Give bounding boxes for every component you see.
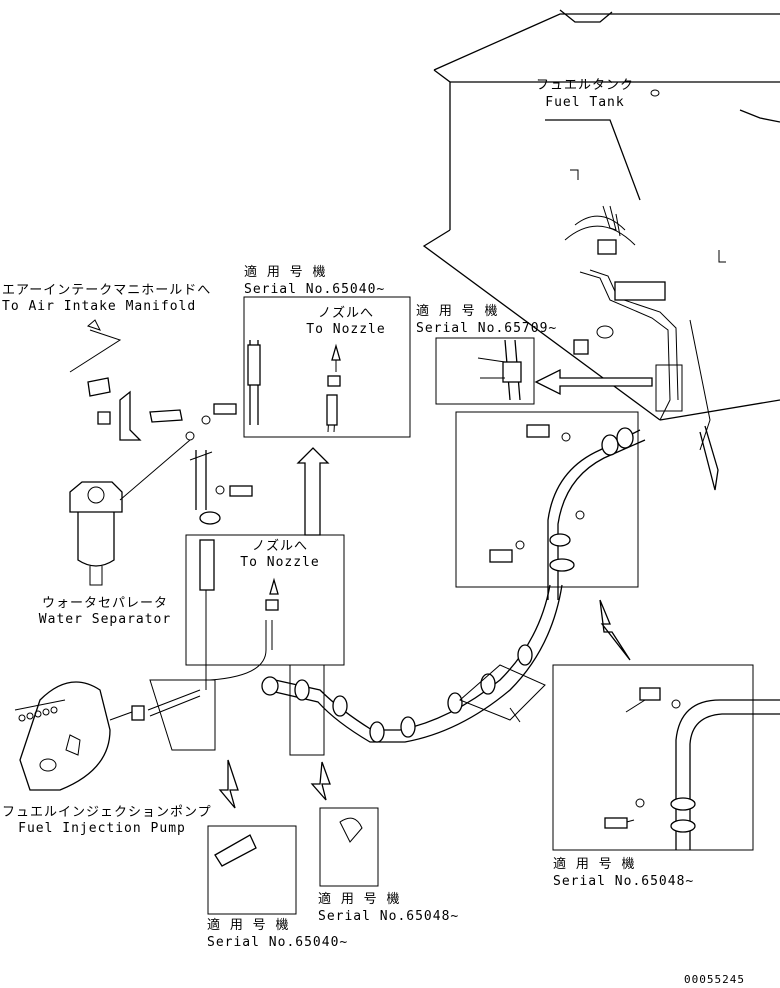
water-separator-drawing xyxy=(69,439,191,586)
injection-pump-label-jp: フュエルインジェクションポンプ xyxy=(2,805,212,820)
serial-65040-top-en: Serial No.65040~ xyxy=(244,282,386,297)
detail-box-65040-mid xyxy=(185,534,345,666)
pipe-detail-65048-right xyxy=(604,687,780,850)
serial-65040-top-jp: 適 用 号 機 xyxy=(244,265,327,280)
detail-box-65040-bottom xyxy=(207,825,297,915)
bracket-assembly xyxy=(69,319,253,525)
fuel-tank-drawing xyxy=(422,9,780,491)
serial-65048-bottom-jp: 適 用 号 機 xyxy=(318,892,401,907)
serial-65040-bottom-jp: 適 用 号 機 xyxy=(207,918,290,933)
nozzle-top-label-jp: ノズルへ xyxy=(317,306,374,321)
injection-pump-label-en: Fuel Injection Pump xyxy=(18,821,186,836)
pipe-clamps-detail xyxy=(489,424,646,600)
air-intake-label-en: To Air Intake Manifold xyxy=(2,299,197,314)
air-intake-label-jp: エアーインテークマニホールドへ xyxy=(2,283,212,298)
fuel-injection-pump-drawing xyxy=(14,679,216,791)
serial-65048-right-jp: 適 用 号 機 xyxy=(553,857,636,872)
nozzle-mid-label-jp: ノズルへ xyxy=(251,539,308,554)
nozzle-top-label-en: To Nozzle xyxy=(306,322,386,337)
nozzle-mid-label-en: To Nozzle xyxy=(240,555,320,570)
detail-box-65040-top xyxy=(243,296,411,438)
serial-65048-right-en: Serial No.65048~ xyxy=(553,874,695,889)
water-separator-label-en: Water Separator xyxy=(38,612,172,627)
serial-65709-en: Serial No.65709~ xyxy=(416,321,558,336)
fuel-pipe-run xyxy=(261,584,563,743)
fuel-tank-label-jp: フュエルタンク xyxy=(535,78,634,93)
water-separator-label-jp: ウォータセパレータ xyxy=(41,596,168,611)
serial-65040-bottom-en: Serial No.65040~ xyxy=(207,935,349,950)
serial-65048-bottom-en: Serial No.65048~ xyxy=(318,909,460,924)
detail-box-65048-bottom xyxy=(319,807,379,887)
drawing-number: 00055245 xyxy=(684,973,745,986)
fuel-tank-label-en: Fuel Tank xyxy=(545,95,625,110)
detail-box-clamps xyxy=(455,411,639,588)
detail-box-65048-right xyxy=(552,664,754,851)
detail-box-65709 xyxy=(435,337,535,405)
serial-65709-jp: 適 用 号 機 xyxy=(416,304,499,319)
